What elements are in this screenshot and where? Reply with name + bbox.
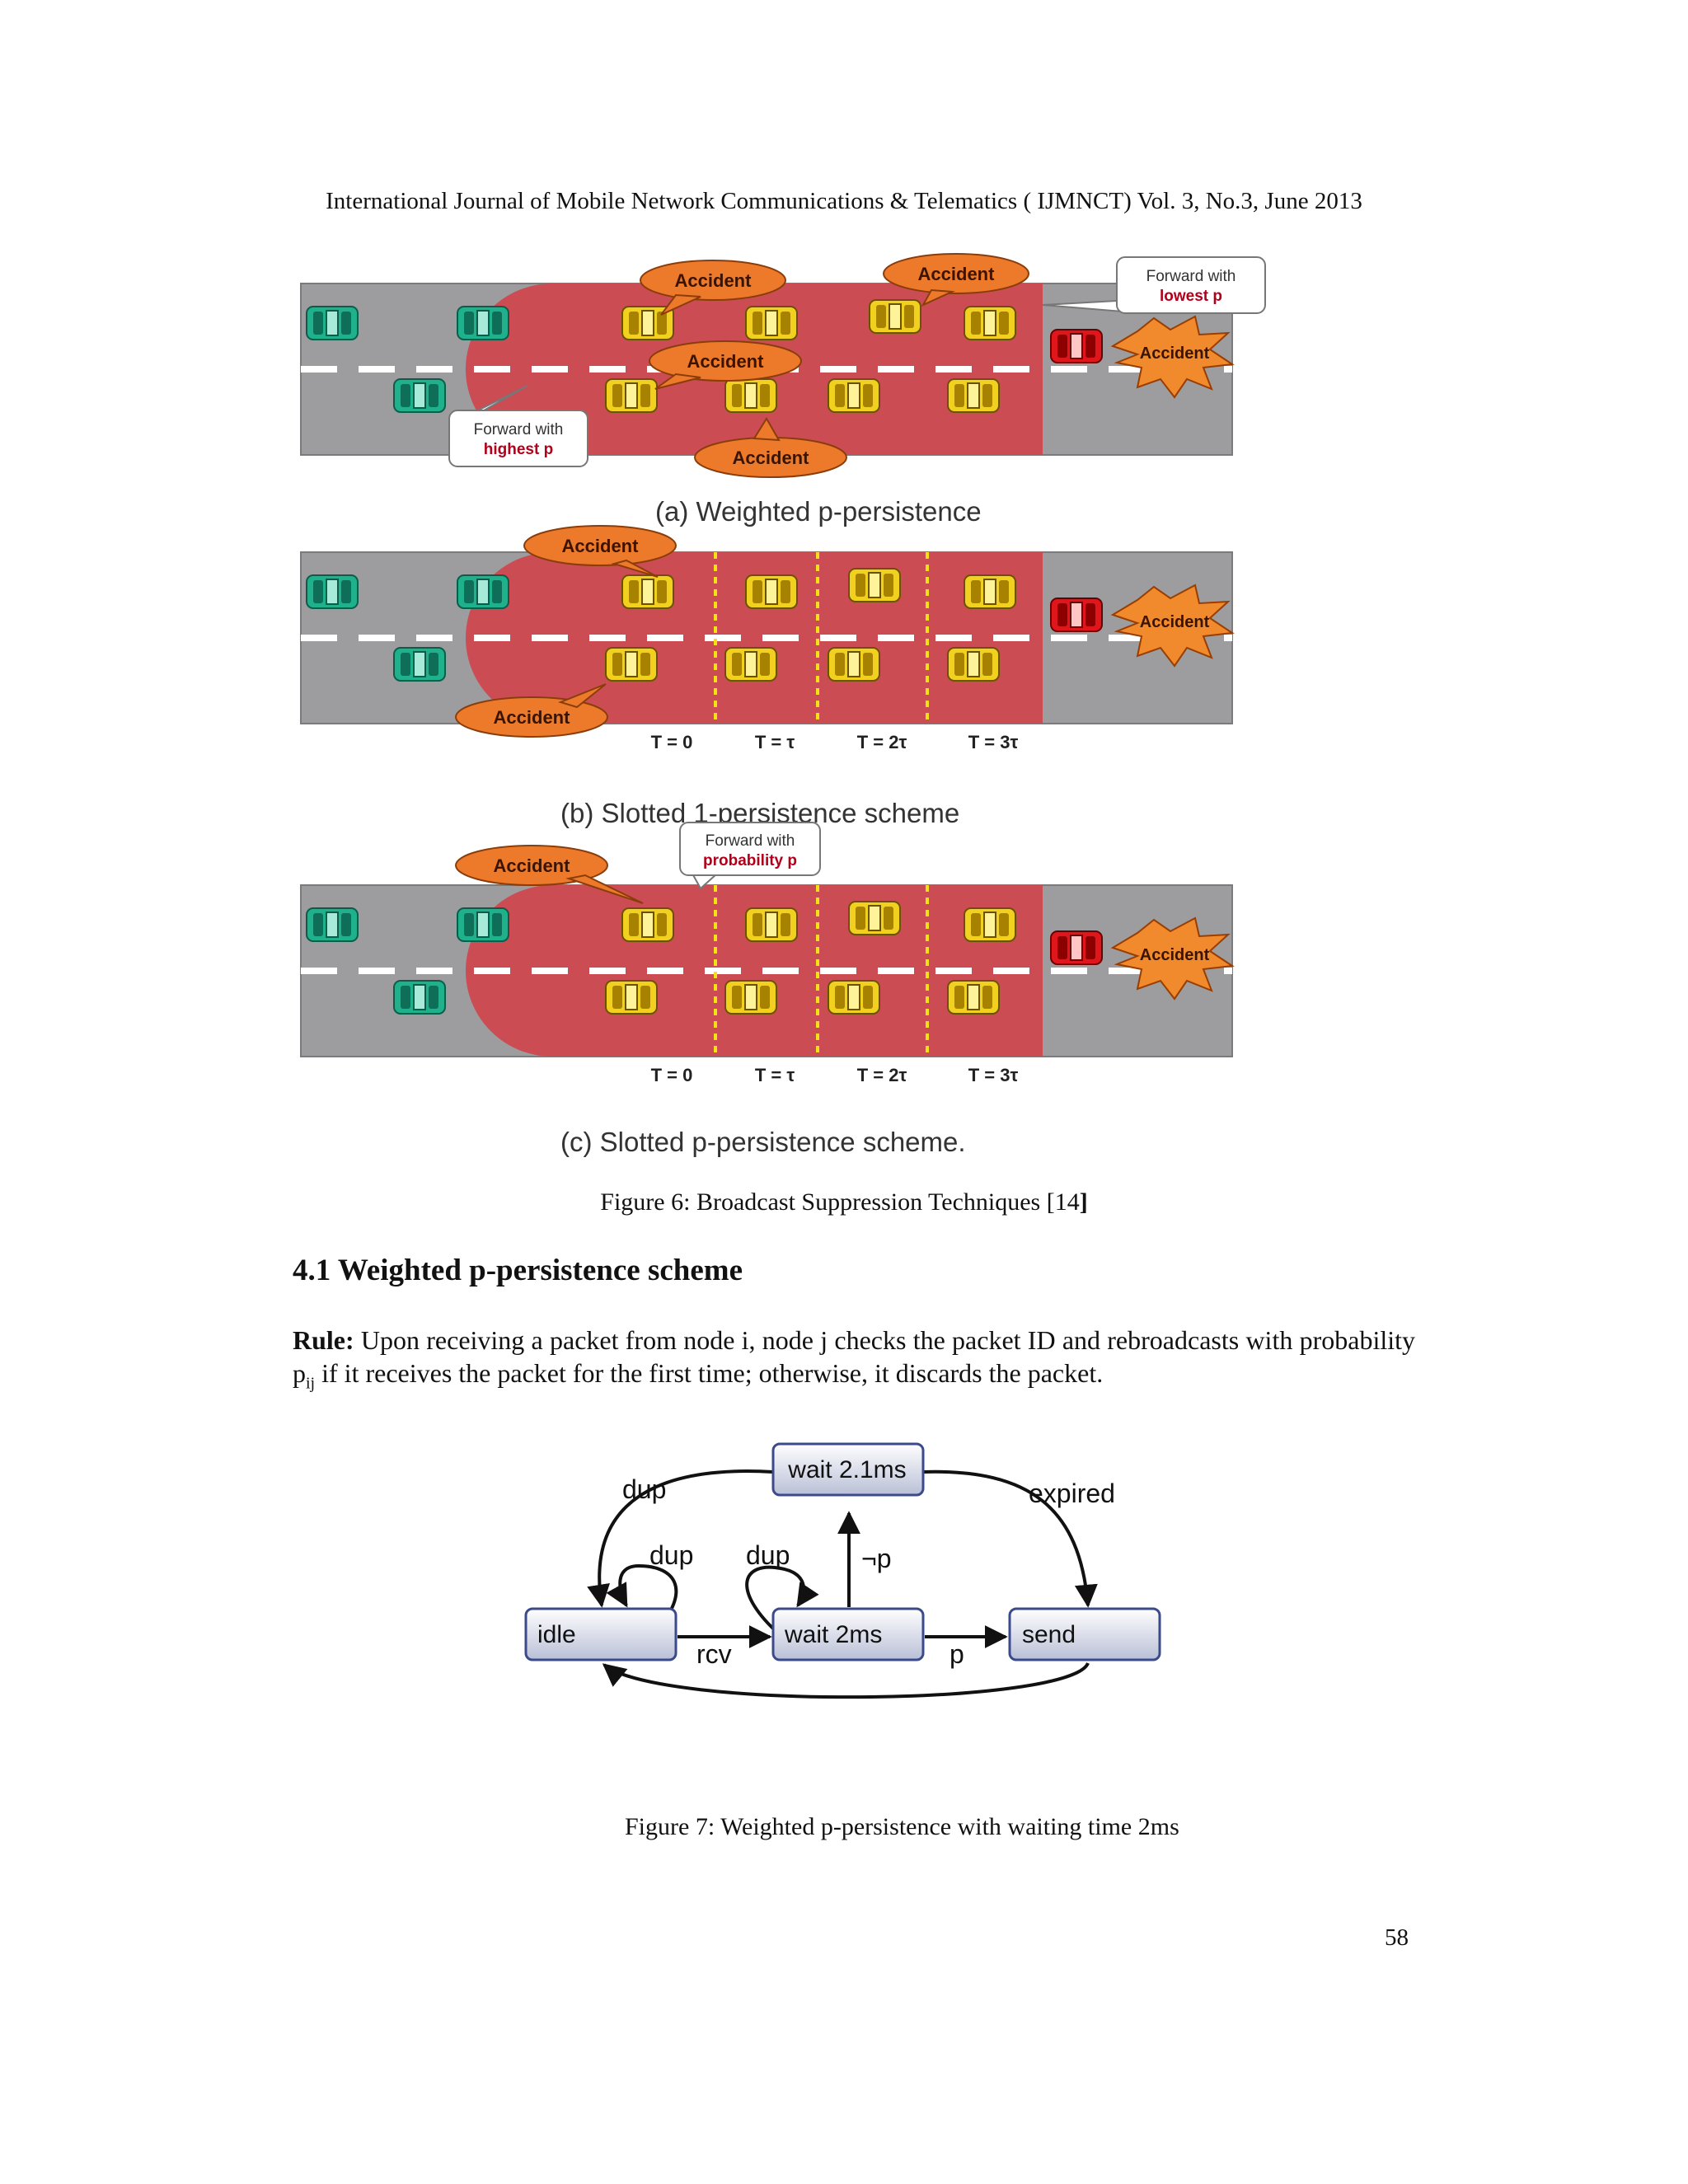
slot-label: T = 2τ (857, 732, 907, 752)
state-wait-2ms: wait 2ms (771, 1607, 925, 1661)
accident-burst-label: Accident (1140, 946, 1210, 964)
slot-label: T = 0 (651, 1065, 693, 1085)
figure-6-broadcast-suppression: Accident Accident Accident Accident Forw… (300, 253, 1266, 1157)
slot-label: T = 2τ (857, 1065, 907, 1085)
accident-label: Accident (494, 707, 571, 728)
state-label: idle (537, 1621, 576, 1648)
state-label: wait 2ms (784, 1621, 882, 1648)
note-line: highest p (484, 441, 553, 458)
edge-label: rcv (696, 1639, 732, 1669)
accident-label: Accident (494, 855, 571, 876)
edge-wait2-selfloop-dup (745, 1565, 819, 1632)
accident-callout (694, 417, 847, 478)
edge-label: dup (622, 1474, 666, 1504)
slot-label: T = 3τ (968, 1065, 1019, 1085)
slot-label: T = 0 (651, 732, 693, 752)
accident-callout (455, 845, 644, 904)
note-bubble-lowest: Forward with lowest p (1042, 256, 1266, 314)
slot-label: T = τ (755, 732, 795, 752)
edge-label: dup (649, 1540, 693, 1570)
accident-burst (1110, 916, 1235, 1001)
panel-caption: (c) Slotted p-persistence scheme. (560, 1127, 966, 1157)
slot-label: T = τ (755, 1065, 795, 1085)
figure-7-state-diagram: wait 2.1ms idle wait 2ms send dup dup du… (524, 1442, 1161, 1699)
accident-label: Accident (918, 264, 996, 284)
figure-7-caption: Figure 7: Weighted p-persistence with wa… (625, 1813, 1179, 1840)
figure-6-caption-text: Figure 6: Broadcast Suppression Techniqu… (600, 1188, 1080, 1216)
rule-text: Upon receiving a packet from node i, nod… (293, 1325, 1415, 1388)
edge-idle-selfloop-dup (606, 1563, 678, 1633)
accident-callout (883, 253, 1029, 307)
figure-6-caption: Figure 6: Broadcast Suppression Techniqu… (0, 1188, 1688, 1216)
panel-b-slotted-1-persistence: Accident Accident Accident T = 0 T = τ T… (300, 525, 1235, 828)
edge-wait21-to-idle-dup (587, 1469, 774, 1608)
state-idle: idle (524, 1607, 678, 1661)
accident-callout (523, 525, 677, 578)
rule-paragraph: Rule: Upon receiving a packet from node … (293, 1324, 1415, 1399)
state-label: wait 2.1ms (787, 1456, 906, 1483)
state-label: send (1022, 1621, 1076, 1648)
accident-burst-label: Accident (1140, 344, 1210, 363)
note-line: probability p (703, 852, 797, 869)
note-line: lowest p (1160, 288, 1222, 305)
note-line: Forward with (706, 832, 795, 850)
journal-header: International Journal of Mobile Network … (326, 188, 1362, 214)
note-bubble-probability: Forward with probability p (679, 822, 821, 890)
note-line: Forward with (1146, 268, 1236, 285)
edge-label: p (950, 1639, 964, 1669)
edge-label: dup (746, 1540, 790, 1570)
edge-label: ¬p (861, 1544, 891, 1573)
rule-subscript: ij (306, 1374, 316, 1393)
slot-boundaries (714, 885, 929, 1057)
accident-callout (640, 260, 786, 316)
slot-boundaries (714, 552, 929, 724)
accident-label: Accident (687, 351, 765, 372)
note-line: Forward with (474, 421, 564, 438)
accident-callout (649, 340, 802, 390)
accident-label: Accident (675, 270, 753, 291)
accident-label: Accident (562, 536, 640, 556)
edge-send-to-idle (602, 1661, 1090, 1699)
accident-label: Accident (733, 448, 810, 468)
edge-wait21-to-send-expired (922, 1469, 1098, 1608)
accident-burst-label: Accident (1140, 613, 1210, 631)
rule-label: Rule: (293, 1325, 354, 1355)
page-number: 58 (1385, 1924, 1409, 1951)
accident-callout (455, 683, 608, 738)
slot-label: T = 3τ (968, 732, 1019, 752)
panel-a-weighted-p-persistence: Accident Accident Accident Accident Forw… (300, 253, 1266, 527)
panel-caption: (a) Weighted p-persistence (655, 496, 982, 527)
rule-text-end: if it receives the packet for the first … (315, 1358, 1104, 1388)
figure-6-caption-bracket: ] (1079, 1188, 1088, 1216)
note-bubble-highest: Forward with highest p (448, 385, 588, 467)
state-send: send (1008, 1607, 1161, 1661)
accident-burst (1110, 583, 1235, 668)
accident-burst (1110, 315, 1235, 399)
edge-label: expired (1029, 1479, 1115, 1508)
section-title: 4.1 Weighted p-persistence scheme (293, 1254, 743, 1287)
state-wait-2-1ms: wait 2.1ms (771, 1442, 925, 1497)
panel-c-slotted-p-persistence: Accident Forward with probability p Acci… (300, 822, 1235, 1157)
